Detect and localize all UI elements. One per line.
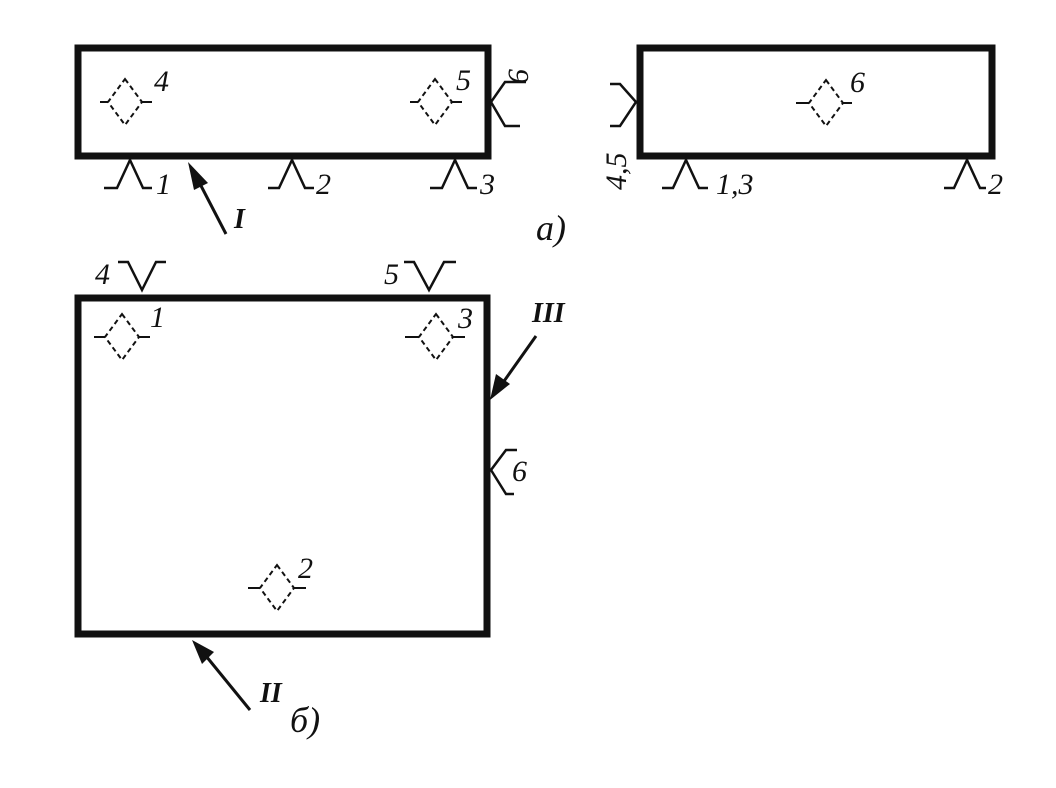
force-label: III: [531, 298, 566, 329]
force-arrow: [490, 335, 538, 400]
view-a-left-frame: [74, 44, 492, 160]
clamp-label: 1,3: [716, 168, 754, 201]
clamp-label: 4,5: [600, 153, 633, 191]
clamp-symbol: [662, 157, 708, 190]
clamp-label: 2: [316, 168, 331, 201]
locator-symbol: [796, 78, 852, 128]
clamp-symbol: [489, 448, 517, 496]
view-a-caption: а): [536, 208, 566, 248]
clamp-symbol: [489, 80, 526, 128]
locator-label: 2: [298, 552, 313, 585]
clamp-symbol: [610, 82, 638, 128]
locator-label: 3: [457, 302, 473, 335]
clamp-symbol: [404, 260, 456, 293]
view-b-frame: [74, 294, 491, 638]
clamp-label: 2: [988, 168, 1003, 201]
clamp-label: 1: [156, 168, 171, 201]
force-arrow: [188, 162, 228, 235]
view-a-right: 6 4,5 1,3 2: [600, 44, 1003, 201]
locator-label: 1: [150, 301, 165, 334]
clamp-symbol: [104, 157, 152, 190]
locator-symbol: [100, 77, 152, 127]
clamp-label: 3: [479, 168, 495, 201]
locator-label: 5: [456, 64, 471, 97]
clamp-symbol: [118, 260, 166, 293]
locator-label: 6: [850, 66, 865, 99]
force-label: II: [259, 678, 283, 709]
clamp-symbol: [430, 157, 477, 190]
locator-label: 4: [154, 65, 169, 98]
locator-symbol: [248, 563, 306, 613]
clamp-symbol: [268, 157, 314, 190]
clamp-symbol: [944, 157, 986, 190]
clamp-label: 5: [384, 258, 399, 291]
locator-symbol: [410, 77, 462, 127]
view-a-right-frame: [636, 44, 996, 160]
view-b-caption: б): [290, 700, 320, 740]
locator-symbol: [94, 312, 150, 362]
clamp-label: 6: [502, 69, 535, 84]
clamp-label: 4: [95, 258, 110, 291]
clamp-label: 6: [512, 455, 527, 488]
locator-symbol: [405, 312, 465, 362]
force-arrow: [192, 640, 252, 711]
view-b: 4 5 1 3 2 6 I: [74, 258, 566, 711]
view-a-left: 4 5 6 1 2 3 I: [74, 44, 535, 235]
force-label: I: [233, 204, 246, 235]
